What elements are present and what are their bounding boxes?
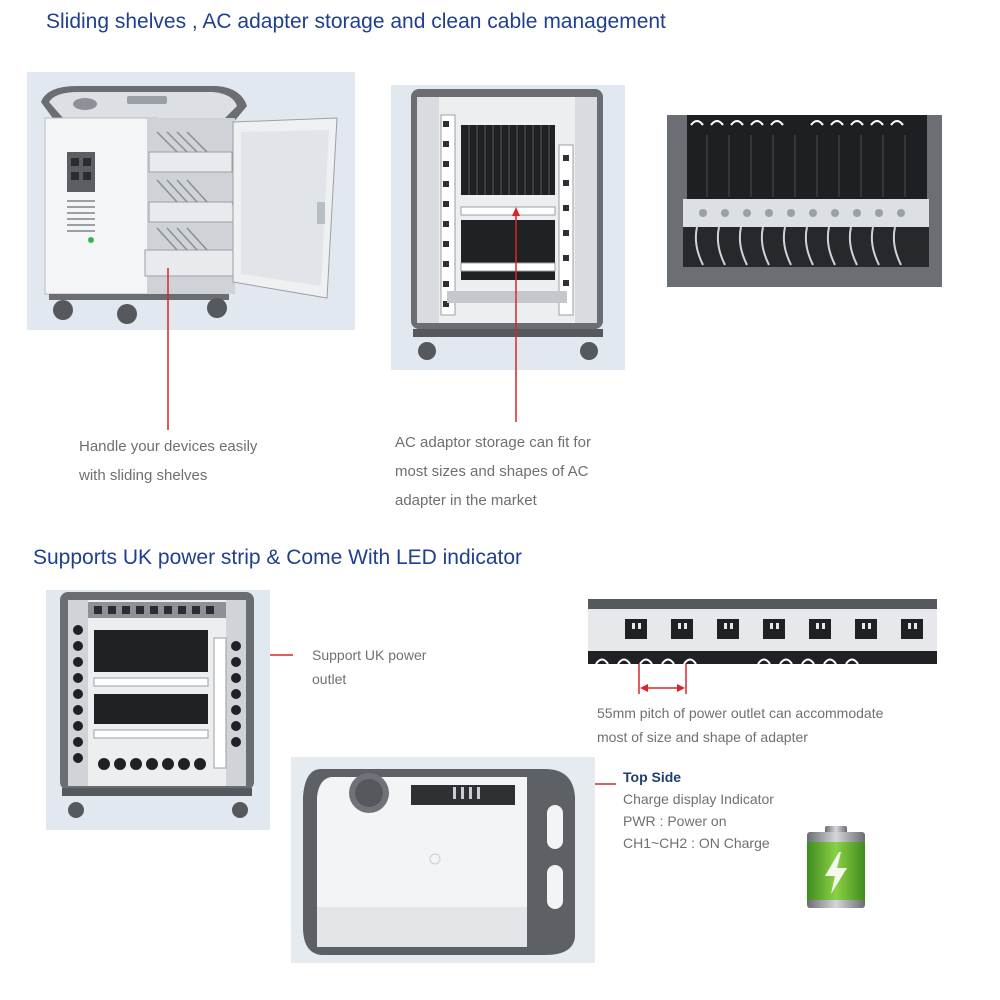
cable-management-closeup-image xyxy=(667,115,942,287)
caption-line: most of size and shape of adapter xyxy=(597,729,808,745)
caption-outlet-pitch: 55mm pitch of power outlet can accommoda… xyxy=(597,701,883,749)
cart-open-door-image xyxy=(27,72,355,330)
caption-line: with sliding shelves xyxy=(79,467,208,484)
top-side-line: PWR : Power on xyxy=(623,813,727,829)
caption-line: Support UK power xyxy=(312,647,427,663)
caption-line: Handle your devices easily xyxy=(79,438,258,455)
caption-line: adapter in the market xyxy=(395,492,537,509)
caption-sliding-shelves: Handle your devices easily with sliding … xyxy=(79,432,257,490)
cart-top-side-image xyxy=(291,757,595,963)
cart-uk-power-strip-image xyxy=(46,590,270,830)
top-side-line: CH1~CH2 : ON Charge xyxy=(623,835,770,851)
top-side-description: Top Side Charge display Indicator PWR : … xyxy=(623,766,774,854)
top-side-line: Charge display Indicator xyxy=(623,791,774,807)
battery-charging-icon xyxy=(805,826,867,910)
top-side-title: Top Side xyxy=(623,769,682,785)
caption-line: most sizes and shapes of AC xyxy=(395,463,589,480)
caption-adapter-storage: AC adaptor storage can fit for most size… xyxy=(395,428,591,515)
section-heading-sliding-shelves: Sliding shelves , AC adapter storage and… xyxy=(46,10,666,33)
caption-line: AC adaptor storage can fit for xyxy=(395,434,591,451)
section-heading-uk-power: Supports UK power strip & Come With LED … xyxy=(33,546,523,569)
cart-front-adapter-storage-image xyxy=(391,85,625,370)
caption-line: outlet xyxy=(312,671,347,687)
caption-uk-outlet: Support UK power outlet xyxy=(312,643,426,691)
power-outlet-strip-image xyxy=(588,599,937,664)
caption-line: 55mm pitch of power outlet can accommoda… xyxy=(597,705,884,721)
